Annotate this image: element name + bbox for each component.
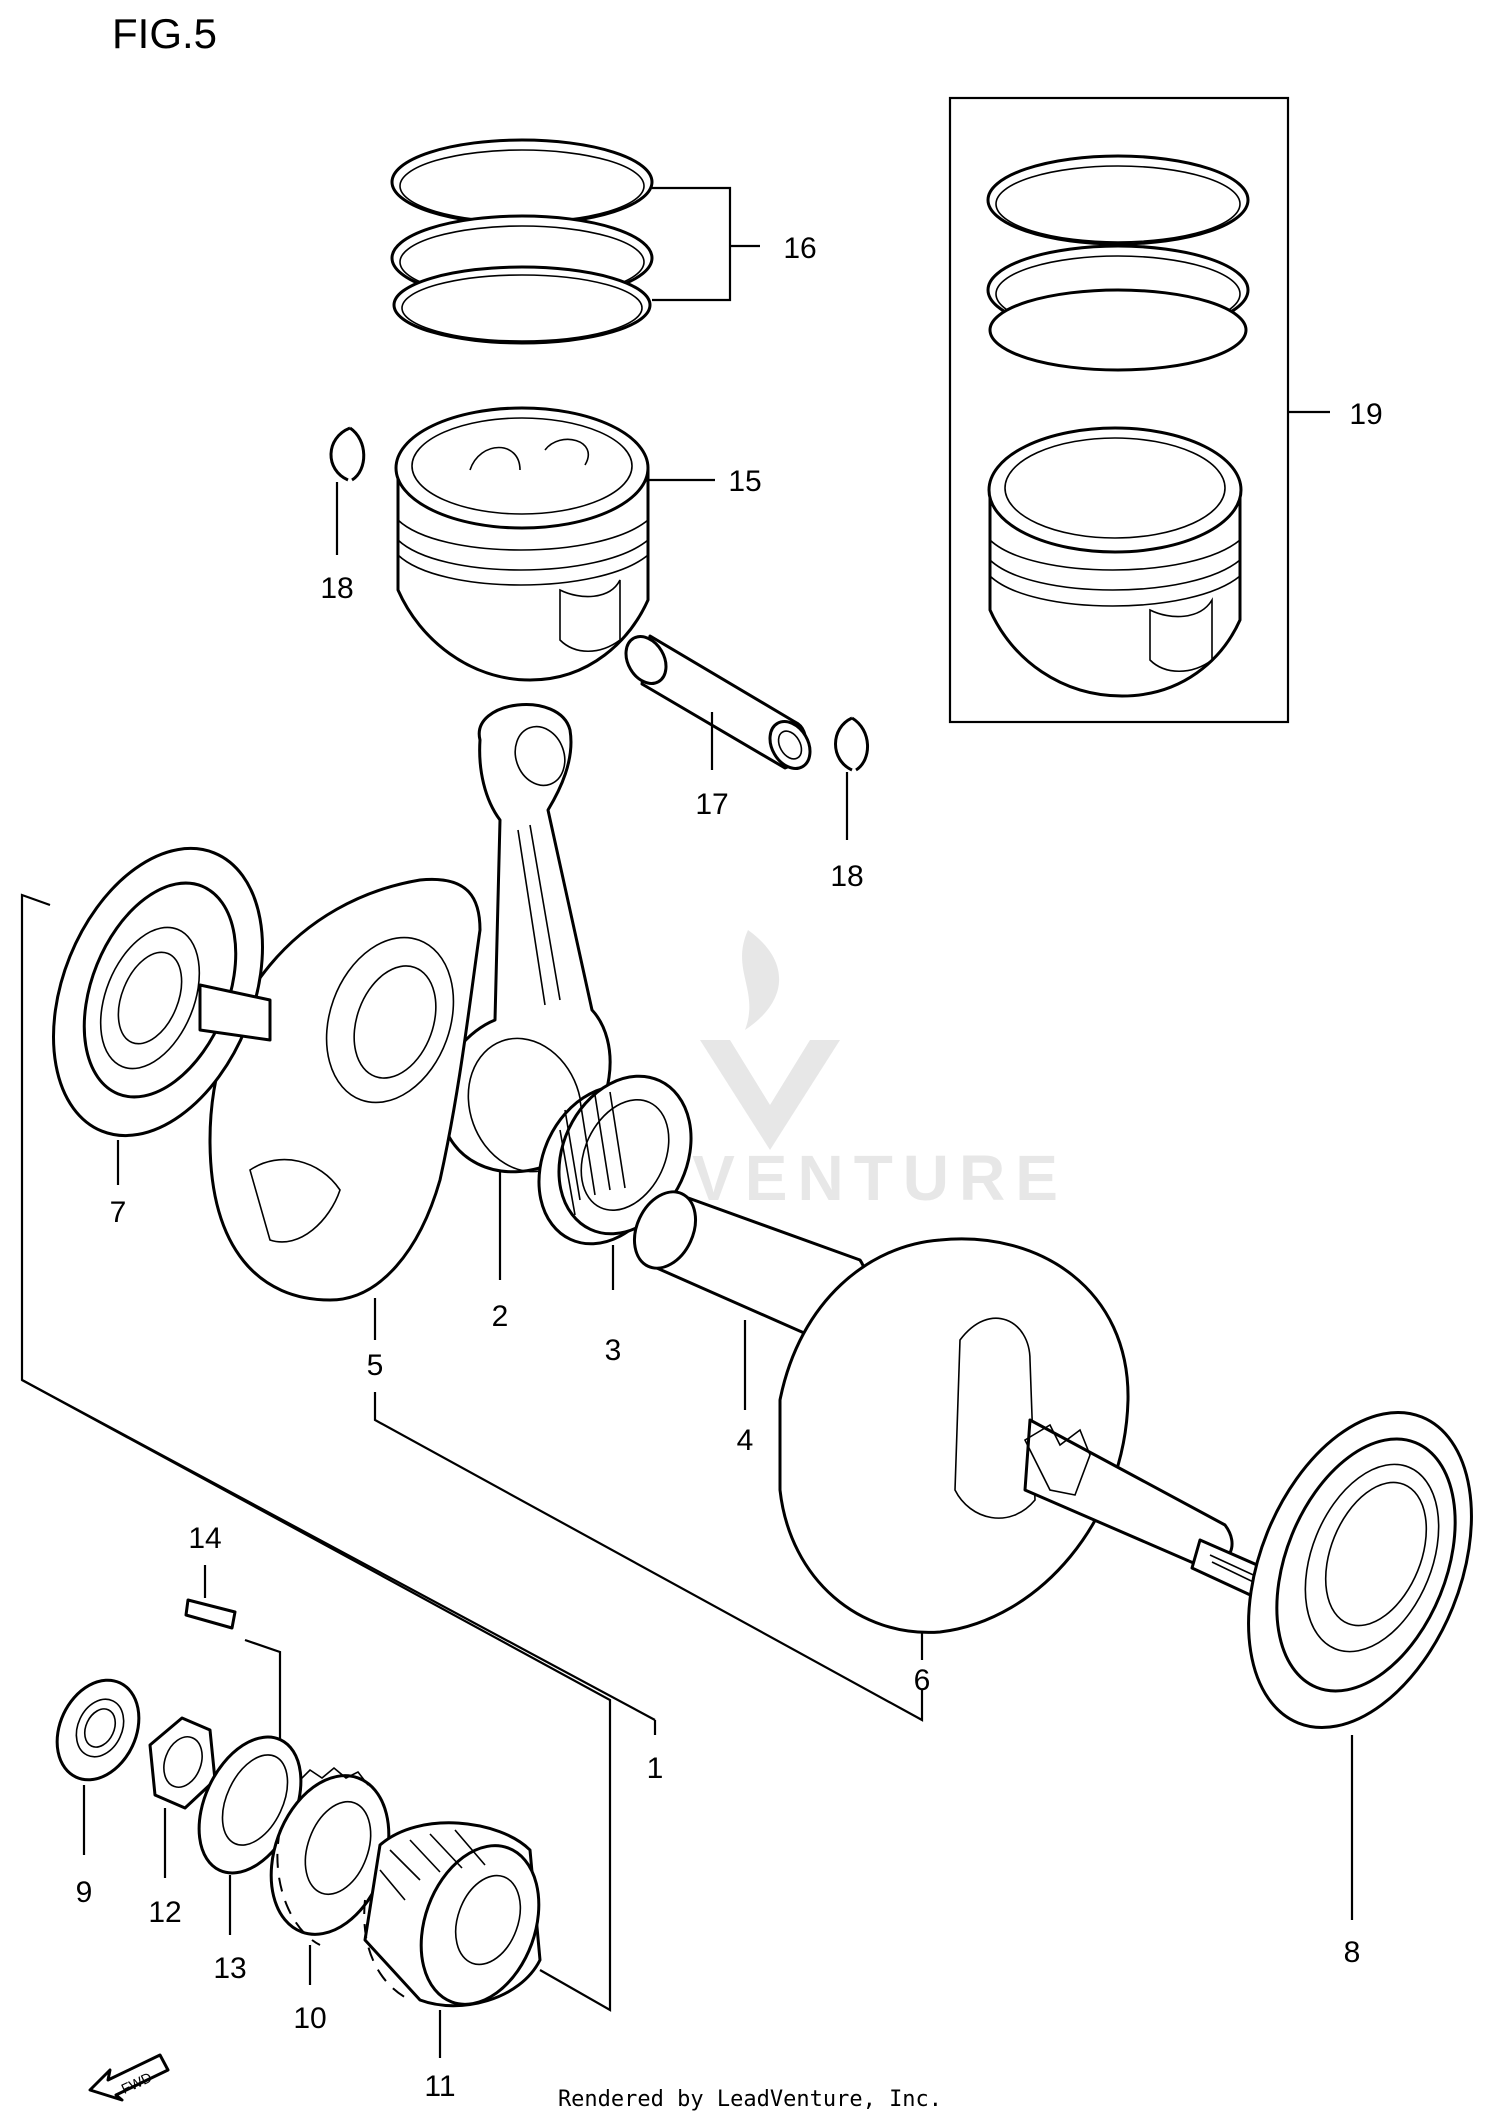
callout-15: 15 <box>728 465 761 498</box>
callout-2: 2 <box>492 1300 509 1333</box>
callout-13: 13 <box>213 1952 246 1985</box>
callout-4: 4 <box>737 1424 754 1457</box>
callout-5: 5 <box>367 1349 384 1382</box>
gear-11 <box>363 1821 542 2008</box>
callout-16: 16 <box>783 232 816 265</box>
callout-18-right: 18 <box>830 860 863 893</box>
needle-bearing-3 <box>537 1074 693 1246</box>
render-credit: Rendered by LeadVenture, Inc. <box>558 2087 942 2112</box>
watermark-text: VENTURE <box>692 1142 1068 1214</box>
callout-19: 19 <box>1349 398 1382 431</box>
watermark-logo <box>700 930 840 1150</box>
callout-17: 17 <box>695 788 728 821</box>
callout-18-left: 18 <box>320 572 353 605</box>
callout-11: 11 <box>424 2070 455 2103</box>
circlip-18-left <box>329 426 366 482</box>
bearing-7 <box>52 846 272 1138</box>
piston-rings-16 <box>390 138 654 345</box>
callout-12: 12 <box>148 1896 181 1929</box>
circlip-18-right <box>834 716 869 772</box>
gear-10 <box>269 1766 391 1946</box>
callout-1: 1 <box>647 1752 664 1785</box>
callout-3: 3 <box>605 1334 622 1367</box>
callout-8: 8 <box>1344 1936 1361 1969</box>
key-14 <box>184 1598 237 1630</box>
fwd-arrow-icon <box>88 2053 170 2102</box>
figure-title: FIG.5 <box>112 10 217 57</box>
piston-15 <box>394 406 650 682</box>
piston-set-19 <box>986 154 1250 698</box>
piston-pin-17 <box>624 634 812 770</box>
callout-10: 10 <box>293 2002 326 2035</box>
crank-web-5 <box>208 877 482 1302</box>
callout-6: 6 <box>914 1664 931 1697</box>
callout-9: 9 <box>76 1876 93 1909</box>
crank-web-6 <box>778 1237 1282 1634</box>
callout-7: 7 <box>110 1196 127 1229</box>
bearing-8 <box>1247 1410 1473 1730</box>
callout-14: 14 <box>188 1522 221 1555</box>
oil-seal-9 <box>55 1678 141 1782</box>
piston-set-box-19 <box>948 96 1290 724</box>
